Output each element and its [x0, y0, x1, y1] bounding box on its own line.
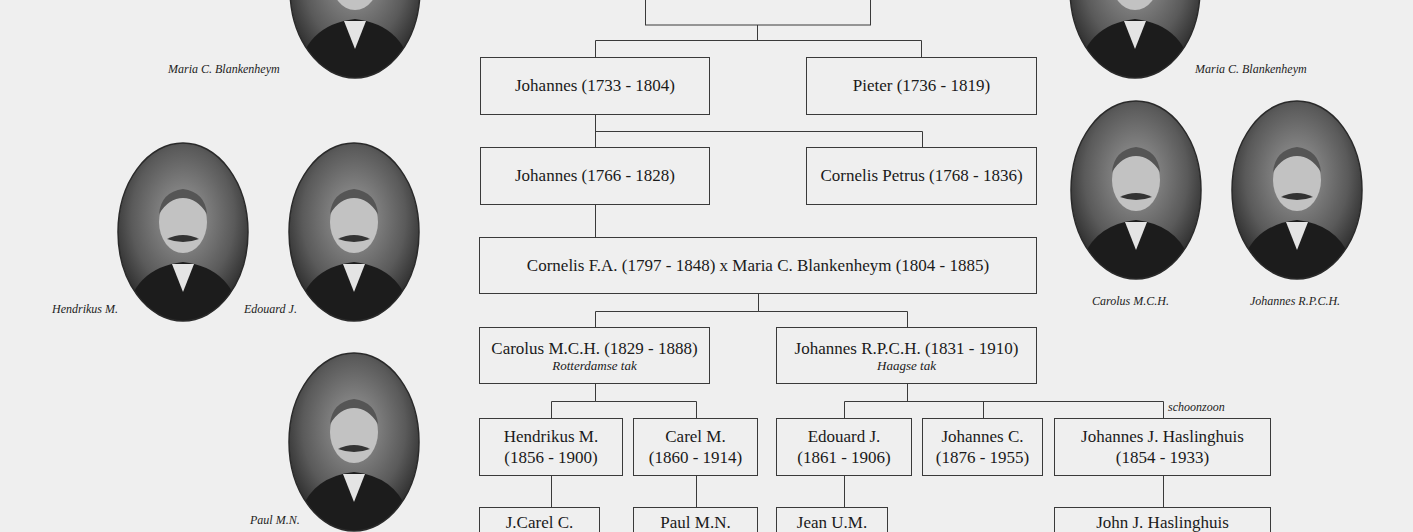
person-name: Paul M.N.	[660, 512, 730, 532]
photo-caption: Maria C. Blankenheym	[168, 62, 280, 77]
person-name: John J. Haslinghuis	[1096, 512, 1229, 532]
photo-caption: Maria C. Blankenheym	[1195, 62, 1307, 77]
descent-line	[845, 384, 908, 418]
person-box: Paul M.N.	[633, 507, 758, 532]
photo-caption: Edouard J.	[244, 302, 297, 317]
person-box: Johannes R.P.C.H. (1831 - 1910)Haagse ta…	[776, 327, 1037, 384]
person-box: J.Carel C.	[479, 507, 600, 532]
person-box: Hendrikus M. (1856 - 1900)	[479, 418, 623, 476]
descent-line	[844, 476, 845, 507]
portrait-photo	[117, 142, 249, 322]
person-box: Edouard J. (1861 - 1906)	[776, 418, 912, 476]
descent-line	[551, 476, 552, 507]
person-name: Carolus M.C.H. (1829 - 1888)	[491, 338, 697, 359]
branch-name: Haagse tak	[877, 359, 936, 373]
branch-name: Rotterdamse tak	[552, 359, 636, 373]
descent-line	[596, 115, 923, 147]
portrait-photo	[1231, 100, 1363, 280]
person-box: John J. Haslinghuis	[1054, 507, 1271, 532]
photo-caption: schoonzoon	[1168, 400, 1225, 415]
person-name: Johannes C. (1876 - 1955)	[933, 426, 1033, 469]
person-box: Johannes C. (1876 - 1955)	[922, 418, 1043, 476]
person-name: J.Carel C.	[506, 512, 574, 532]
tree-line	[596, 25, 922, 57]
person-box: Carel M. (1860 - 1914)	[633, 418, 758, 476]
person-name: Johannes R.P.C.H. (1831 - 1910)	[795, 338, 1019, 359]
person-name: Johannes (1766 - 1828)	[515, 165, 675, 186]
person-box: Johannes (1766 - 1828)	[480, 147, 710, 205]
descent-line	[596, 294, 759, 327]
portrait-photo	[289, 0, 421, 79]
person-box: Johannes J. Haslinghuis (1854 - 1933)	[1054, 418, 1271, 476]
photo-caption: Carolus M.C.H.	[1092, 294, 1169, 309]
person-box: Jean U.M.	[776, 507, 888, 532]
descent-line	[696, 476, 697, 507]
person-name: Johannes J. Haslinghuis (1854 - 1933)	[1075, 426, 1250, 469]
person-name: Jean U.M.	[797, 512, 867, 532]
descent-line	[552, 384, 596, 418]
person-box: Carolus M.C.H. (1829 - 1888)Rotterdamse …	[479, 327, 710, 384]
descent-line	[596, 384, 697, 418]
person-box: Johannes (1733 - 1804)	[480, 57, 710, 115]
person-name: Hendrikus M. (1856 - 1900)	[496, 426, 606, 469]
photo-caption: Hendrikus M.	[52, 302, 118, 317]
portrait-photo	[288, 142, 420, 322]
person-box: Pieter (1736 - 1819)	[806, 57, 1037, 115]
descent-line	[908, 384, 1164, 418]
person-name: Johannes (1733 - 1804)	[515, 75, 675, 96]
descent-line	[759, 294, 908, 327]
portrait-photo	[1069, 0, 1201, 79]
person-name: Pieter (1736 - 1819)	[853, 75, 990, 96]
photo-caption: Johannes R.P.C.H.	[1250, 294, 1340, 309]
cut-off-box	[646, 0, 871, 25]
descent-line	[595, 205, 596, 237]
person-box: Cornelis Petrus (1768 - 1836)	[806, 147, 1037, 205]
person-name: Carel M. (1860 - 1914)	[646, 426, 746, 469]
person-name: Edouard J. (1861 - 1906)	[794, 426, 894, 469]
person-name: Cornelis Petrus (1768 - 1836)	[820, 165, 1022, 186]
portrait-photo	[1070, 100, 1202, 280]
portrait-photo	[288, 352, 420, 532]
descent-line	[1163, 476, 1164, 507]
photo-caption: Paul M.N.	[250, 513, 300, 528]
person-box: Cornelis F.A. (1797 - 1848) x Maria C. B…	[479, 237, 1037, 294]
person-name: Cornelis F.A. (1797 - 1848) x Maria C. B…	[527, 255, 989, 276]
